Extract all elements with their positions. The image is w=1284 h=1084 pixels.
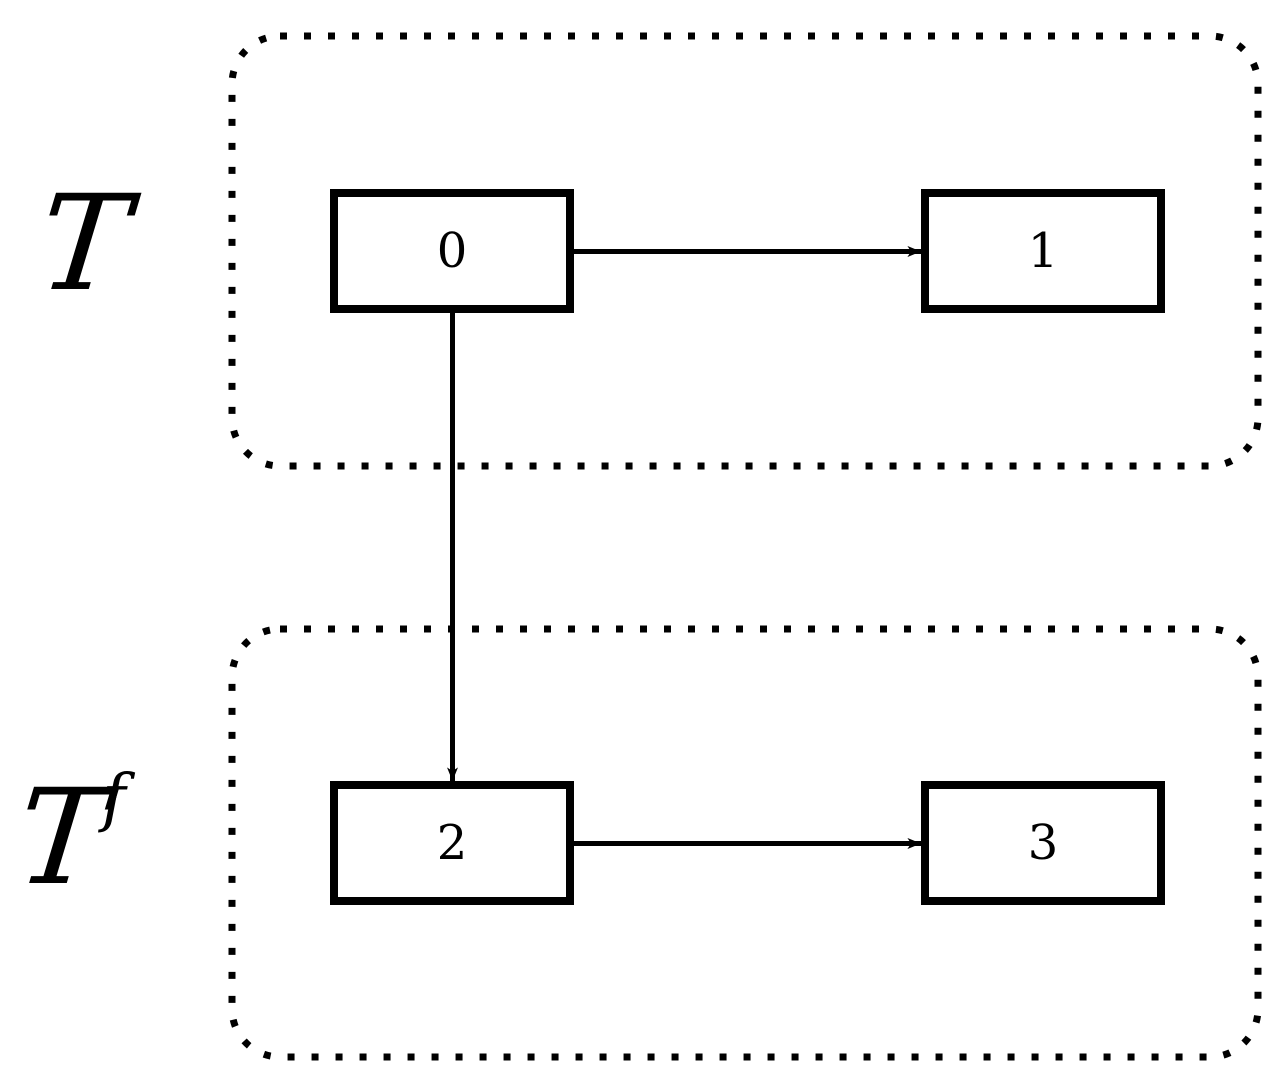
node-box-1[interactable] <box>921 189 1165 313</box>
node-label-1: 1 <box>1027 223 1059 279</box>
edges-layer <box>447 246 921 849</box>
nodes-layer <box>330 189 1165 905</box>
node-label-2: 2 <box>436 815 468 871</box>
group-label-superscript-f: f <box>102 761 126 835</box>
group-container-Tf <box>228 625 1262 1061</box>
group-label-T: T <box>32 167 136 321</box>
group-label-Tf: Tf <box>10 761 130 915</box>
node-box-3[interactable] <box>921 781 1165 905</box>
script-t-glyph: T <box>9 761 115 915</box>
group-border-dotted-bottom <box>228 625 1262 1061</box>
node-box-0[interactable] <box>330 189 574 313</box>
node-label-0: 0 <box>436 223 468 279</box>
node-label-3: 3 <box>1027 815 1059 871</box>
script-t-glyph: T <box>31 167 137 321</box>
node-box-2[interactable] <box>330 781 574 905</box>
